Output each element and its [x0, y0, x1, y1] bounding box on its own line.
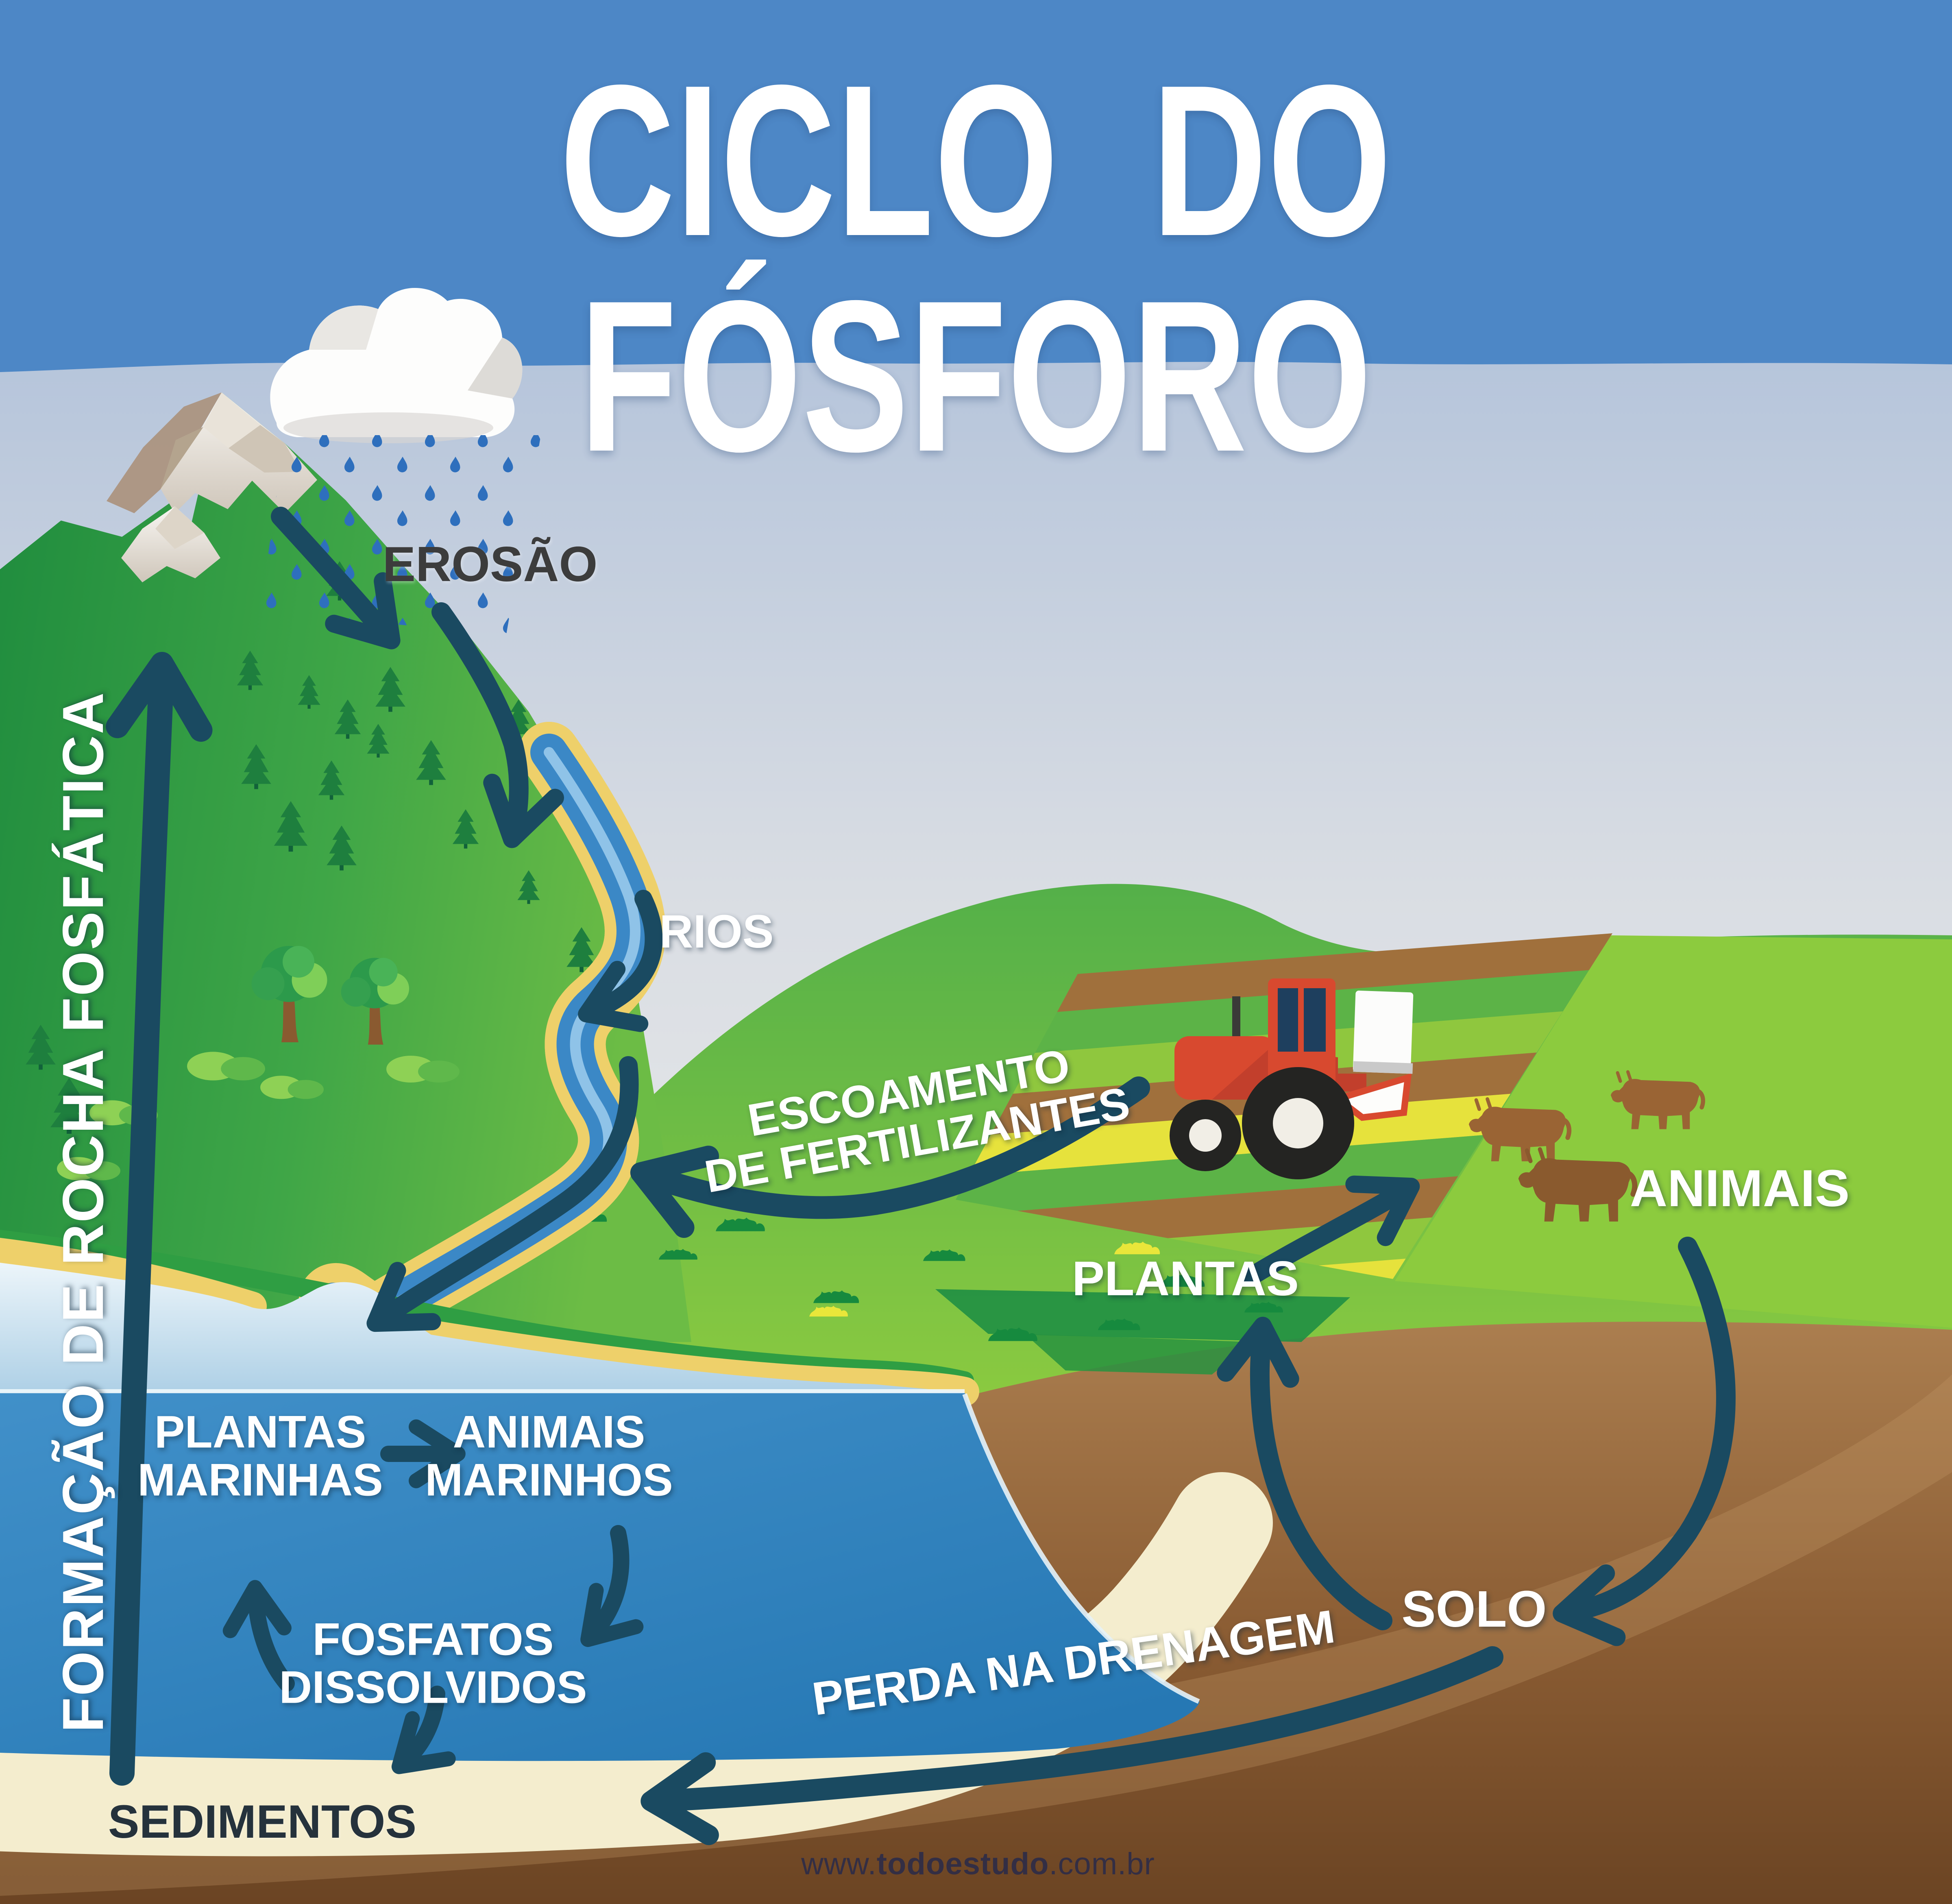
dissolved-phosphates-line2: DISSOLVIDOS: [279, 1662, 587, 1712]
arrow-fertilizer-runoff: [630, 1076, 1150, 1238]
arrow-phosphates-to-marine-plants: [222, 1580, 295, 1692]
tractor-icon: [1170, 978, 1414, 1179]
watermark: www.todoestudo.com.br: [801, 1846, 1155, 1882]
animals-label: ANIMAIS: [1630, 1159, 1850, 1218]
plants-label: PLANTAS: [1072, 1251, 1299, 1306]
rivers-label: RIOS: [659, 906, 774, 958]
rain-cloud-icon: [270, 288, 523, 443]
sediments-label: SEDIMENTOS: [108, 1796, 417, 1848]
arrow-river-to-sea: [366, 1056, 639, 1332]
arrow-erosion-slope: [271, 507, 401, 649]
dissolved-phosphates-label: FOSFATOS DISSOLVIDOS: [279, 1615, 587, 1711]
cow-pasture: [1395, 935, 1952, 1328]
rocky-peak-secondary: [121, 506, 220, 582]
dissolved-phosphates-line1: FOSFATOS: [312, 1614, 554, 1665]
marine-plants-line1: PLANTAS: [154, 1406, 366, 1457]
arrow-marine-animals-to-phosphates: [580, 1525, 644, 1647]
marine-animals-line1: ANIMAIS: [453, 1406, 645, 1457]
marine-plants-label: PLANTAS MARINHAS: [137, 1408, 383, 1503]
erosion-label: EROSÃO: [382, 536, 598, 592]
arrow-phosphates-to-sediments: [391, 1686, 456, 1774]
arrow-plants-to-animals: [1241, 1175, 1420, 1286]
arrow-river-upper: [578, 890, 663, 1032]
marine-animals-line2: MARINHOS: [425, 1454, 673, 1505]
soil-label: SOLO: [1401, 1580, 1547, 1638]
arrow-slope-to-river: [431, 602, 564, 848]
watermark-brand: todoestudo: [876, 1847, 1049, 1881]
marine-plants-line2: MARINHAS: [137, 1454, 383, 1505]
page-title: CICLO DO FÓSFORO: [560, 40, 1392, 497]
arrow-soil-to-plants: [1217, 1316, 1392, 1630]
arrow-rock-formation: [106, 651, 213, 1786]
marine-animals-label: ANIMAIS MARINHOS: [425, 1408, 673, 1503]
watermark-prefix: www.: [801, 1847, 877, 1881]
sea: [0, 1263, 1200, 1761]
arrow-drainage-loss: [640, 1646, 1503, 1845]
rock-formation-label: FORMAÇÃO DE ROCHA FOSFÁTICA: [51, 691, 115, 1733]
watermark-suffix: .com.br: [1049, 1847, 1155, 1881]
mountain-icon: [0, 392, 691, 1342]
cycle-arrows: [106, 507, 1736, 1845]
arrow-animals-to-soil: [1553, 1237, 1736, 1646]
